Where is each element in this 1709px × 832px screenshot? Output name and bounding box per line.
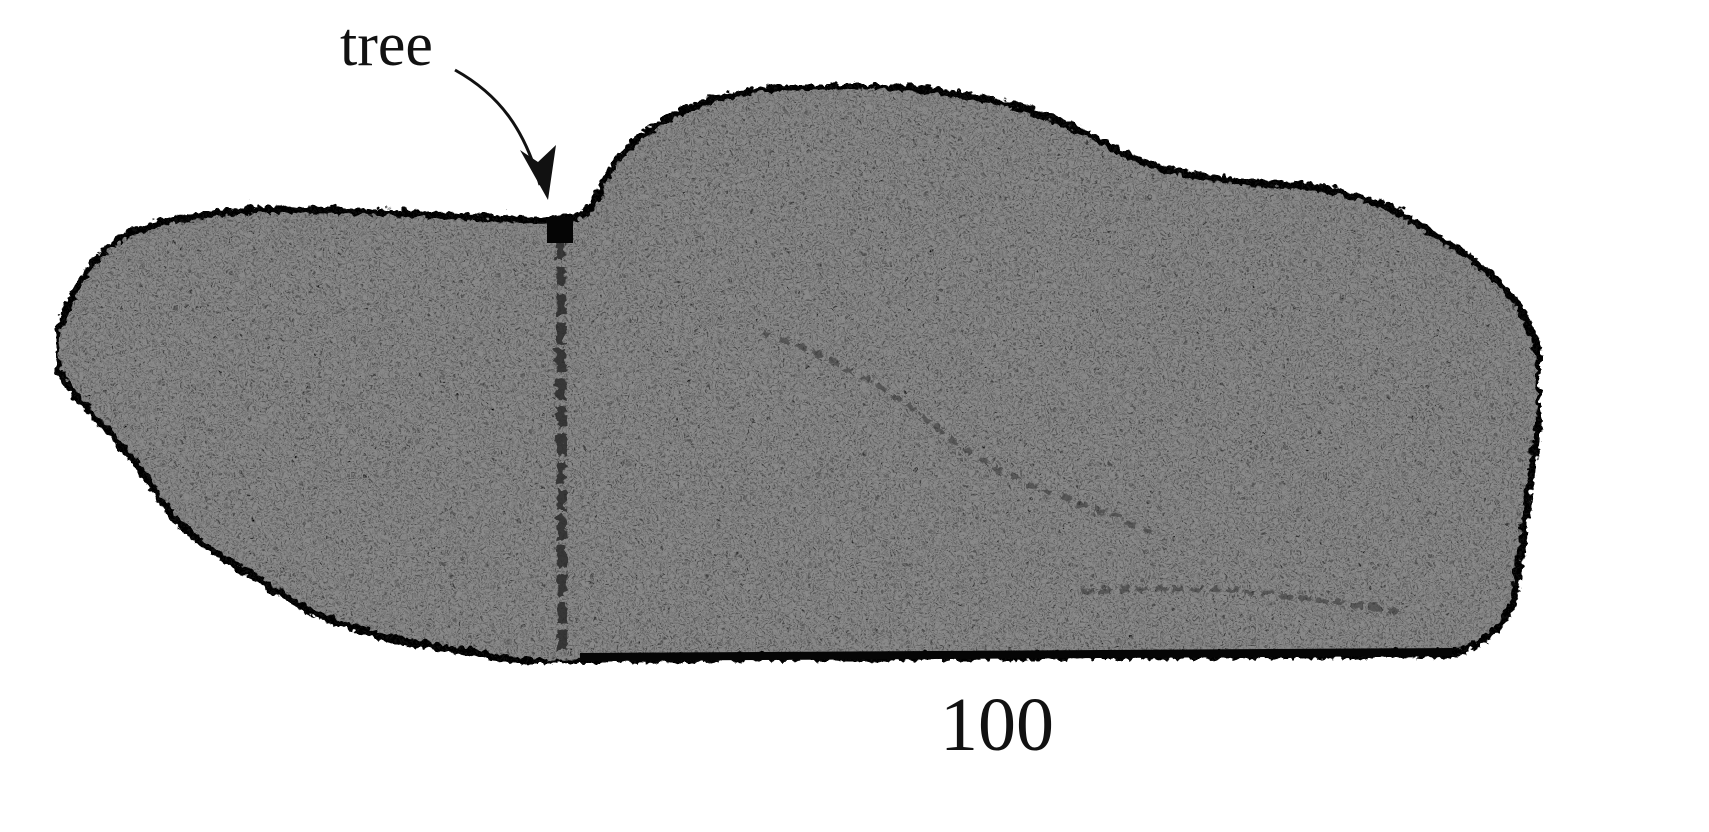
inner-branch-1 <box>759 327 1151 533</box>
scale-label: 100 <box>940 683 1054 767</box>
cluster-region <box>49 79 1543 665</box>
inner-branch-2 <box>1079 583 1401 613</box>
cluster-blob <box>49 79 1543 665</box>
tree-pointer-arrow <box>454 68 542 186</box>
tree-marker <box>547 217 573 243</box>
tree-label: tree <box>340 11 433 79</box>
scale-bar-line <box>579 648 1453 661</box>
arrowhead-icon <box>520 145 556 200</box>
tree-trail <box>553 234 565 651</box>
